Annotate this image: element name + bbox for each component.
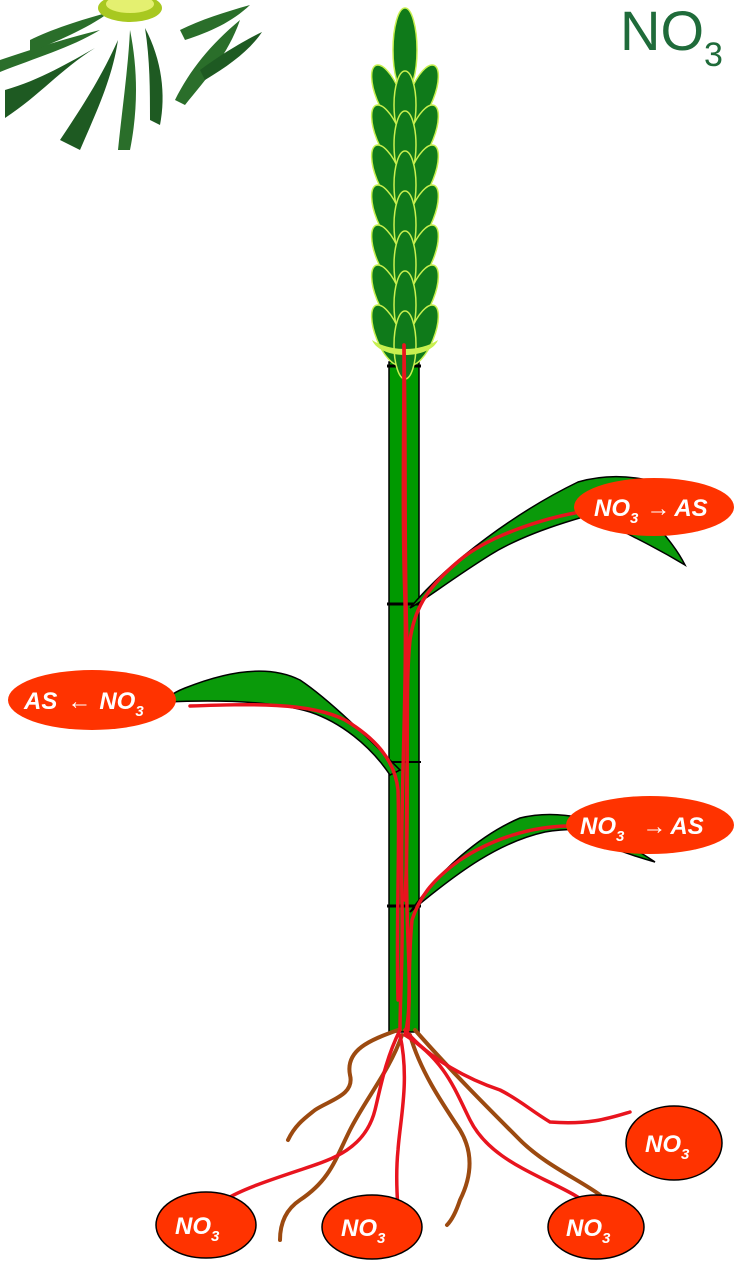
label-text-sub: 3 xyxy=(377,1230,386,1247)
label-text-sub: 3 xyxy=(602,1230,611,1247)
label-text-sub: 3 xyxy=(630,510,639,527)
label-text-pre: NO xyxy=(566,1215,602,1242)
label-text-pre: NO xyxy=(580,813,616,840)
thistle-plant-icon xyxy=(0,0,262,150)
label-root-center: NO3 xyxy=(322,1195,422,1259)
label-text-sub: 3 xyxy=(616,828,625,845)
label-text-pre: NO xyxy=(645,1131,681,1158)
label-leaf-middle-left: AS ← NO3 xyxy=(8,670,176,730)
label-text-pre: NO xyxy=(341,1215,377,1242)
label-text-sub: 3 xyxy=(211,1228,220,1245)
label-text-sub: 3 xyxy=(135,703,144,720)
page-title: NO3 xyxy=(620,0,723,63)
label-text-arrow: ← xyxy=(67,688,91,715)
label-text-sub: 3 xyxy=(681,1146,690,1163)
label-text-arrow: → xyxy=(642,813,666,840)
label-leaf-lower-right: NO3 →AS xyxy=(566,796,734,854)
wheat-spike xyxy=(365,8,445,379)
label-root-far-right: NO3 xyxy=(548,1195,644,1259)
label-leaf-upper-right: NO3 →AS xyxy=(574,478,734,536)
label-text-post: AS xyxy=(669,813,703,840)
label-text-pre: NO xyxy=(175,1213,211,1240)
title-sub: 3 xyxy=(704,36,723,74)
label-text-arrow: → xyxy=(646,495,670,522)
label-text-pre: AS xyxy=(23,688,57,715)
label-text-post: AS xyxy=(673,495,707,522)
label-text-post: NO xyxy=(99,688,135,715)
title-main: NO xyxy=(620,0,704,62)
label-root-right: NO3 xyxy=(626,1106,722,1180)
leaf-middle-left xyxy=(165,671,400,775)
label-text-pre: NO xyxy=(594,495,630,522)
label-root-left: NO3 xyxy=(156,1192,256,1258)
